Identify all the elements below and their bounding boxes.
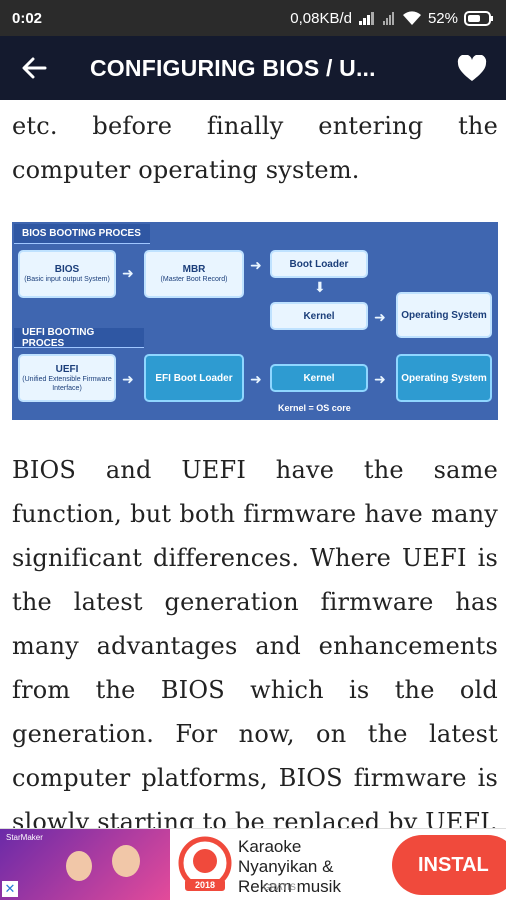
ad-sub-text: GRATIS — [263, 882, 296, 892]
ad-app-name-line3: Rekam musik — [238, 877, 341, 896]
network-speed: 0,08KB/d — [290, 9, 352, 27]
status-time: 0:02 — [12, 9, 43, 27]
ad-promo-image[interactable]: StarMaker ✕ — [0, 829, 170, 900]
ad-promo-face — [112, 845, 140, 877]
ad-app-name: Karaoke Nyanyikan & Rekam musik — [238, 837, 341, 897]
uefi-operating-system-box: Operating System — [396, 354, 492, 402]
operating-system-label: Operating System — [401, 309, 487, 321]
mbr-sub: (Master Boot Record) — [160, 276, 228, 283]
arrow-right-icon: ➜ — [374, 309, 386, 325]
back-button[interactable] — [12, 46, 56, 90]
ad-promo-tag: StarMaker — [6, 833, 43, 842]
uefi-heading: UEFI BOOTING PROCES — [14, 327, 144, 349]
app-bar: CONFIGURING BIOS / U... — [0, 36, 506, 100]
arrow-right-icon: ➜ — [374, 371, 386, 387]
bios-box-title: BIOS — [54, 264, 80, 275]
efi-boot-loader-box: EFI Boot Loader — [144, 354, 244, 402]
uefi-sub: (Unified Extensible Firmware Interface) — [22, 375, 112, 392]
arrow-right-icon: ➜ — [122, 371, 134, 387]
signal-2-icon — [382, 12, 394, 25]
bios-heading: BIOS BOOTING PROCES — [14, 224, 150, 244]
signal-icon — [358, 12, 374, 25]
battery-percent: 52% — [427, 9, 458, 27]
logo-year: 2018 — [195, 880, 215, 890]
bios-box: BIOS (Basic input output System) — [18, 250, 116, 298]
arrow-right-icon: ➜ — [250, 371, 262, 387]
arrow-down-icon: ⬇ — [314, 279, 326, 295]
mbr-title: MBR — [182, 264, 206, 275]
bios-box-sub: (Basic input output System) — [24, 276, 110, 283]
efi-boot-loader-label: EFI Boot Loader — [155, 372, 233, 384]
uefi-kernel-label: Kernel — [303, 372, 335, 384]
article-content[interactable]: etc. before finally entering the compute… — [12, 100, 498, 844]
install-button[interactable]: INSTAL — [392, 835, 506, 895]
kernel-label: Kernel — [303, 310, 335, 322]
uefi-kernel-box: Kernel — [270, 364, 368, 392]
ad-app-name-line1: Karaoke — [238, 837, 302, 856]
battery-icon — [464, 10, 493, 26]
arrow-right-icon: ➜ — [122, 265, 134, 281]
status-bar: 0:02 0,08KB/d 52% — [0, 0, 506, 36]
mbr-box: MBR (Master Boot Record) — [144, 250, 244, 298]
status-right: 0,08KB/d 52% — [290, 10, 494, 27]
kernel-box: Kernel — [270, 302, 368, 330]
page-title: CONFIGURING BIOS / U... — [90, 54, 376, 81]
article-paragraph-1: etc. before finally entering the compute… — [12, 112, 498, 184]
ad-banner[interactable]: StarMaker ✕ 2018 Karaoke Nyanyikan & Rek… — [0, 828, 506, 900]
boot-process-diagram: BIOS BOOTING PROCES BIOS (Basic input ou… — [12, 222, 498, 420]
heart-icon — [457, 54, 487, 81]
arrow-left-icon — [22, 57, 47, 79]
boot-loader-label: Boot Loader — [289, 258, 349, 270]
app-logo-icon: 2018 — [177, 835, 233, 895]
arrow-right-icon: ➜ — [250, 257, 262, 273]
wifi-icon — [402, 10, 421, 25]
favorite-button[interactable] — [450, 46, 494, 90]
kernel-note: Kernel = OS core — [278, 403, 351, 413]
close-icon[interactable]: ✕ — [2, 881, 18, 897]
boot-loader-box: Boot Loader — [270, 250, 368, 278]
article-paragraph-2: BIOS and UEFI have the same function, bu… — [12, 456, 498, 836]
ad-app-name-line2: Nyanyikan & — [238, 857, 334, 876]
uefi-box: UEFI (Unified Extensible Firmware Interf… — [18, 354, 116, 402]
operating-system-box: Operating System — [396, 292, 492, 338]
uefi-title: UEFI — [55, 363, 79, 375]
ad-promo-face — [66, 851, 92, 881]
uefi-operating-system-label: Operating System — [401, 372, 487, 384]
